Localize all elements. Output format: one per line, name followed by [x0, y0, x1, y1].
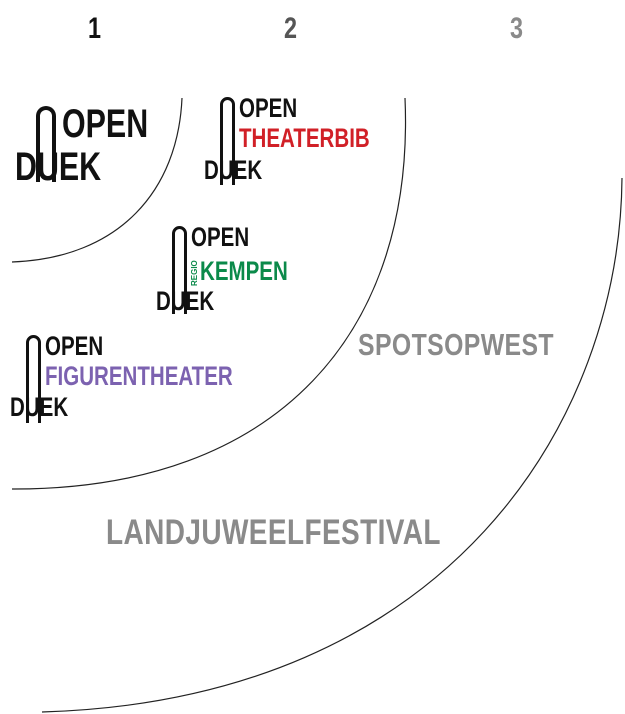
- ring-arc-2: [11, 97, 407, 490]
- logo-bar-icon: [220, 97, 235, 185]
- logo-open-text: OPEN: [239, 93, 298, 123]
- logo-accent-text: KEMPEN: [200, 256, 288, 286]
- logo-open-text: OPEN: [191, 222, 250, 252]
- logo-accent-text: THEATERBIB: [239, 123, 370, 153]
- logo-doek-text: DUEK: [156, 286, 215, 316]
- label-spotsopwest: SPOTSOPWEST: [358, 327, 554, 362]
- logo-doek-text: DUEK: [204, 155, 263, 185]
- logo-open-text: OPEN: [45, 331, 104, 361]
- logo-doek-text: DUEK: [15, 145, 102, 189]
- logo-bar-icon: [26, 335, 41, 423]
- logo-regio-text: REGIO: [190, 260, 199, 286]
- column-number-2: 2: [284, 12, 298, 45]
- column-number-1: 1: [88, 12, 102, 45]
- logo-bar-icon: [172, 226, 187, 314]
- logo-open-text: OPEN: [62, 102, 149, 146]
- column-number-3: 3: [510, 12, 524, 45]
- ring-arc-1: [11, 97, 183, 263]
- ring-arc-3: [41, 177, 623, 713]
- logo-bar-icon: [36, 106, 56, 182]
- label-landjuweelfestival: LANDJUWEELFESTIVAL: [106, 513, 441, 552]
- logo-accent-text: FIGURENTHEATER: [45, 361, 233, 391]
- logo-doek-text: DUEK: [10, 392, 69, 422]
